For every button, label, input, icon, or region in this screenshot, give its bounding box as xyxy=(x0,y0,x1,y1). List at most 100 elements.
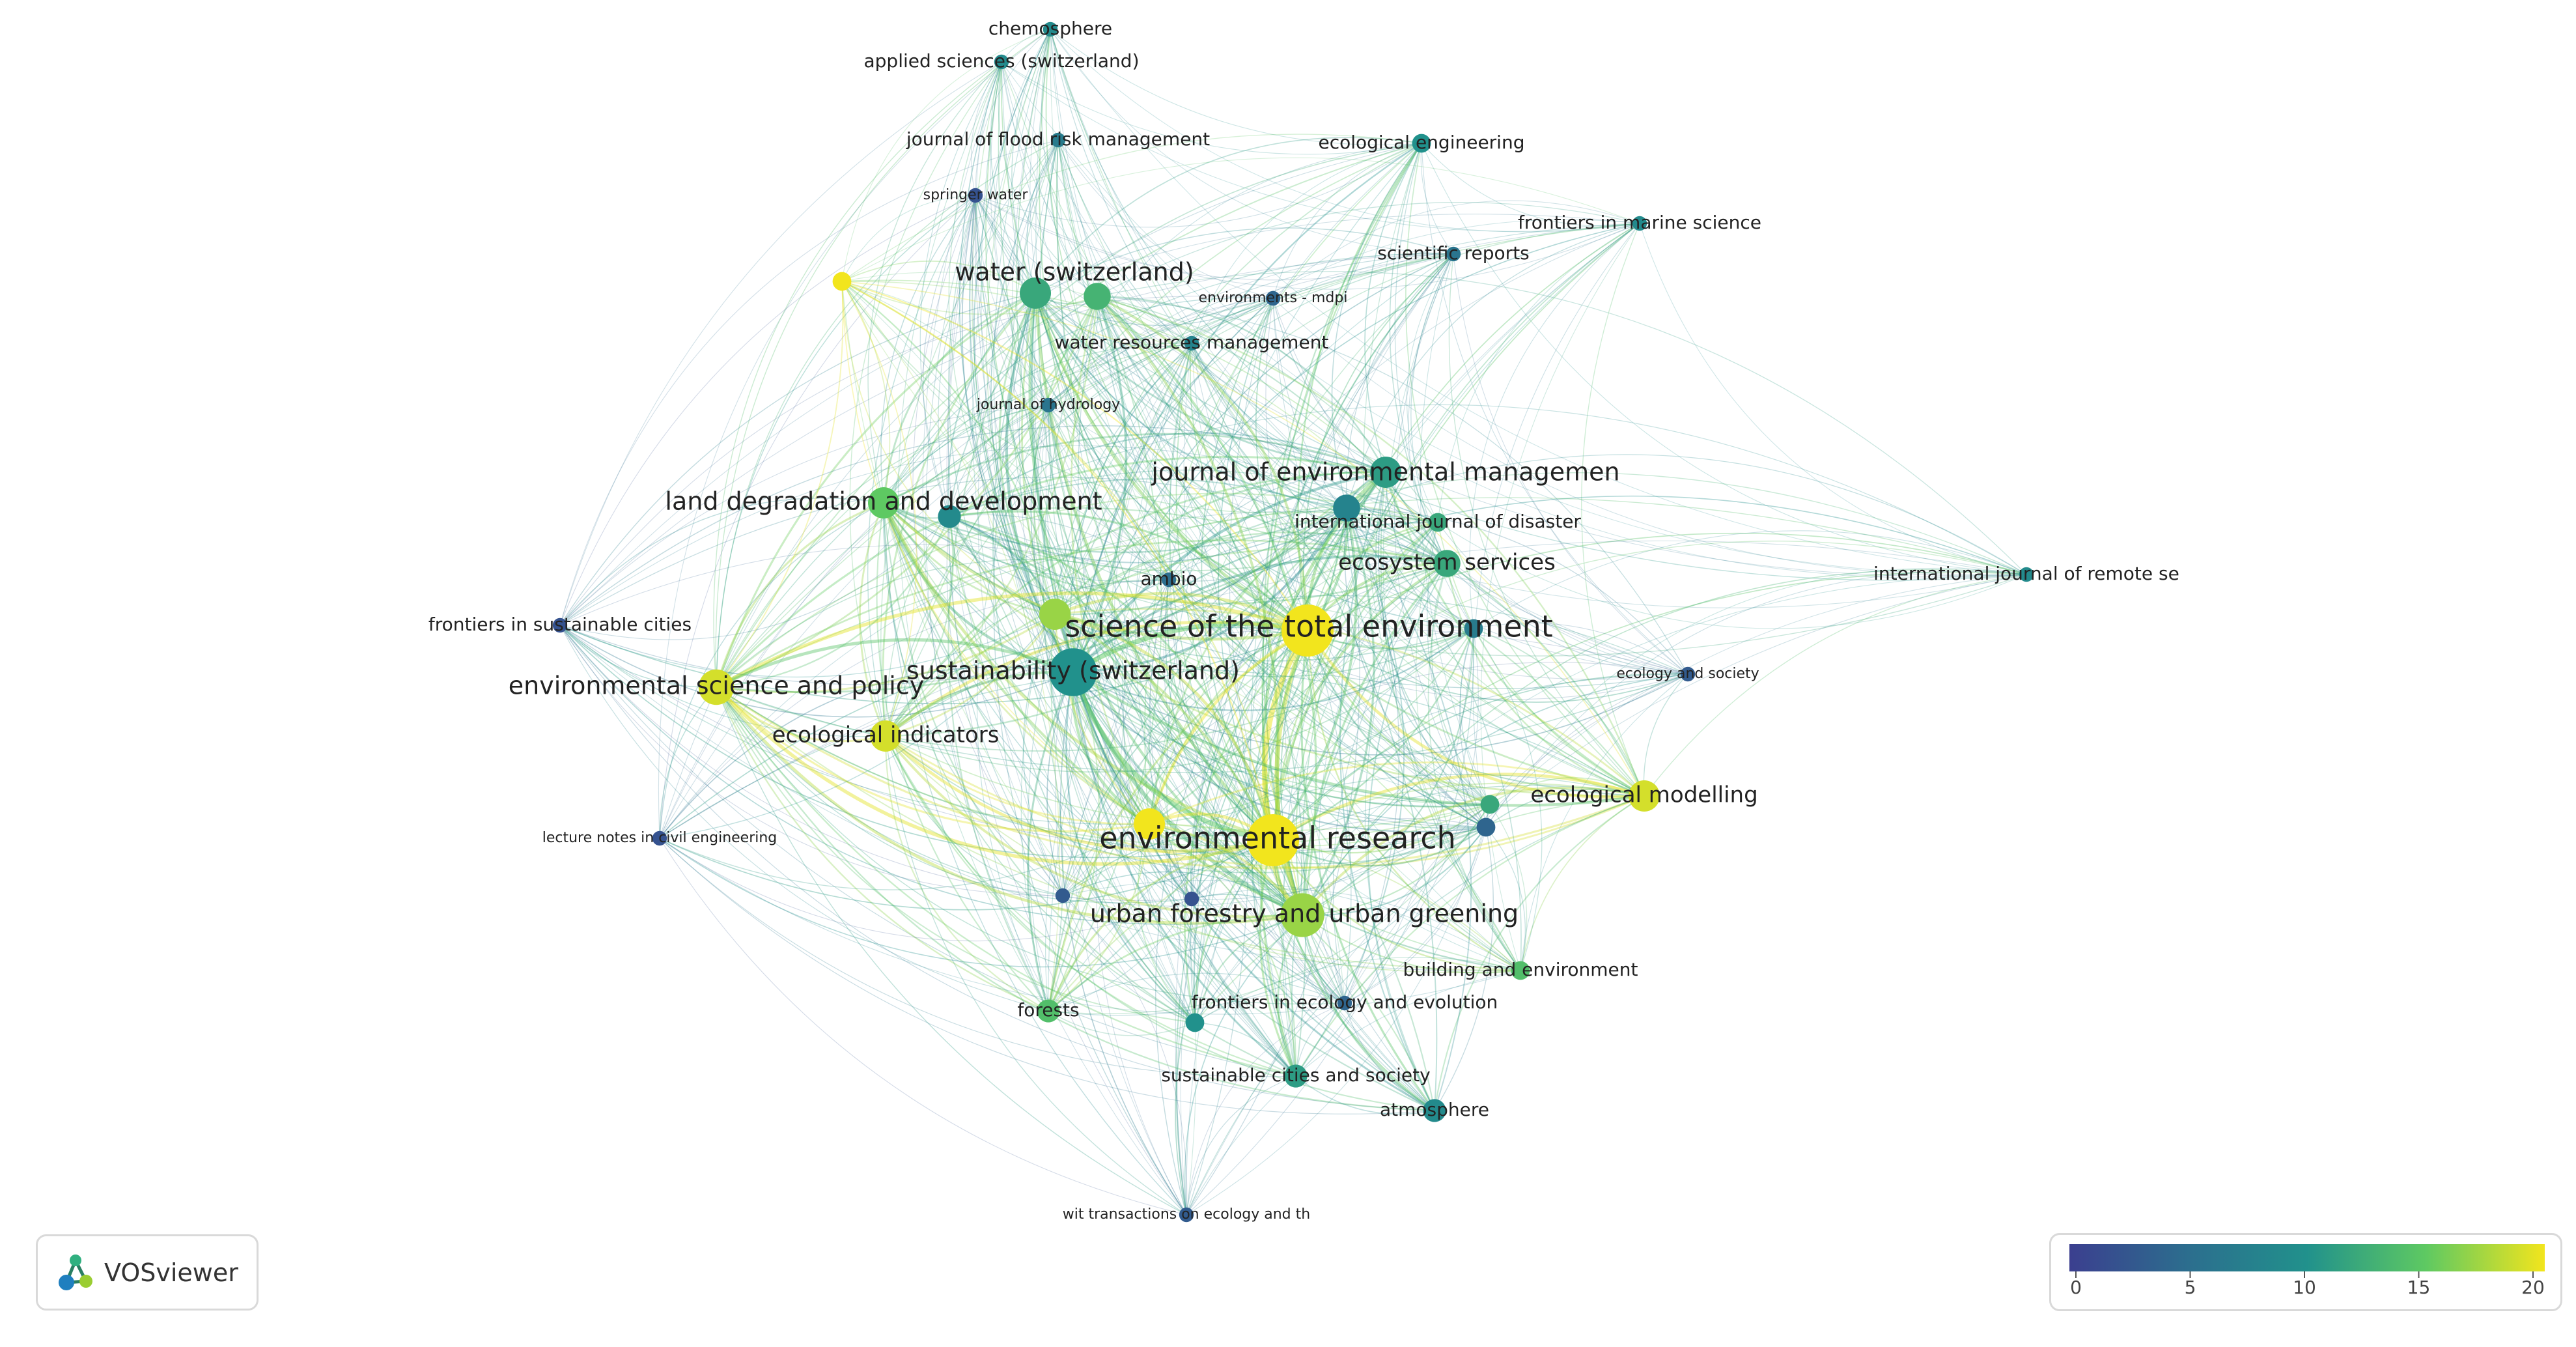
node-unlabeled[interactable] xyxy=(1184,891,1199,907)
link-line xyxy=(1344,507,1487,828)
label-journal-hydrology[interactable]: journal of hydrology xyxy=(976,397,1120,413)
node-ijrs[interactable] xyxy=(2019,567,2034,582)
node-applied-sciences[interactable] xyxy=(994,54,1009,70)
label-water-switzerland[interactable]: water (switzerland) xyxy=(955,258,1194,287)
link-line xyxy=(1001,61,1435,1111)
label-sustainability[interactable]: sustainability (switzerland) xyxy=(906,657,1240,685)
label-stoten[interactable]: science of the total environment xyxy=(1065,609,1553,644)
node-unlabeled[interactable] xyxy=(1480,795,1500,814)
node-ecological-modelling[interactable] xyxy=(1629,780,1660,812)
node-frontiers-marine[interactable] xyxy=(1632,216,1647,231)
node-stoten[interactable] xyxy=(1281,604,1334,657)
node-unlabeled[interactable] xyxy=(1134,808,1165,840)
node-scientific-reports[interactable] xyxy=(1446,246,1461,262)
label-atmosphere[interactable]: atmosphere xyxy=(1380,1099,1489,1120)
node-ecosystem-services[interactable] xyxy=(1433,550,1461,577)
label-environmental-research[interactable]: environmental research xyxy=(1099,821,1456,856)
node-frontiers-ecology[interactable] xyxy=(1337,995,1352,1011)
label-sustainable-cities[interactable]: sustainable cities and society xyxy=(1161,1064,1430,1086)
vosviewer-logo[interactable]: VOSviewer xyxy=(36,1234,259,1311)
link-line xyxy=(1035,29,1435,1111)
node-unlabeled[interactable] xyxy=(1039,599,1071,630)
label-jem[interactable]: journal of environmental managemen xyxy=(1151,458,1619,487)
node-sustainability[interactable] xyxy=(1049,648,1097,696)
node-unlabeled[interactable] xyxy=(938,505,961,528)
link-line xyxy=(947,292,1049,1012)
node-building-environment[interactable] xyxy=(1511,961,1530,980)
label-ecological-engineering[interactable]: ecological engineering xyxy=(1319,132,1525,153)
node-lecture-notes[interactable] xyxy=(652,830,667,846)
node-environmental-research[interactable] xyxy=(1247,814,1299,866)
node-sustainable-cities[interactable] xyxy=(1284,1064,1308,1088)
label-wit-transactions[interactable]: wit transactions on ecology and th xyxy=(1063,1206,1310,1223)
label-applied-sciences[interactable]: applied sciences (switzerland) xyxy=(864,50,1140,72)
link-line xyxy=(1194,472,1386,1023)
label-land-degradation[interactable]: land degradation and development xyxy=(665,487,1102,516)
node-ecological-indicators[interactable] xyxy=(870,720,901,752)
node-chemosphere[interactable] xyxy=(1043,21,1058,37)
node-env-sci-policy[interactable] xyxy=(698,669,735,705)
link-line xyxy=(974,195,1435,1111)
node-unlabeled[interactable] xyxy=(832,272,852,291)
label-urban-forestry[interactable]: urban forestry and urban greening xyxy=(1090,900,1519,928)
link-line xyxy=(1050,29,1454,255)
link-line xyxy=(1048,674,1688,1012)
label-env-sci-policy[interactable]: environmental science and policy xyxy=(509,672,924,700)
label-frontiers-marine[interactable]: frontiers in marine science xyxy=(1518,212,1761,233)
link-line xyxy=(1344,574,2027,1004)
node-unlabeled[interactable] xyxy=(1084,283,1111,310)
node-wit-transactions[interactable] xyxy=(1179,1207,1194,1223)
label-water-resources[interactable]: water resources management xyxy=(1055,332,1329,353)
node-land-degradation[interactable] xyxy=(868,487,899,518)
link-line xyxy=(841,281,1056,615)
link-line xyxy=(1119,579,1196,1023)
label-ijrs[interactable]: international journal of remote se xyxy=(1873,563,2179,584)
label-frontiers-cities[interactable]: frontiers in sustainable cities xyxy=(428,614,692,635)
link-line xyxy=(1048,507,1347,1012)
node-ecological-engineering[interactable] xyxy=(1412,134,1431,153)
node-springer-water[interactable] xyxy=(968,188,983,203)
label-environments-mdpi[interactable]: environments - mdpi xyxy=(1199,290,1348,306)
node-water-switzerland[interactable] xyxy=(1020,277,1051,309)
label-ecosystem-services[interactable]: ecosystem services xyxy=(1338,550,1556,576)
node-jem[interactable] xyxy=(1370,457,1401,488)
node-flood-risk[interactable] xyxy=(1050,132,1066,148)
link-line xyxy=(1186,1002,1345,1215)
node-atmosphere[interactable] xyxy=(1423,1099,1446,1122)
legend-tick-label: 20 xyxy=(2521,1277,2545,1298)
label-springer-water[interactable]: springer water xyxy=(923,187,1029,203)
label-forests[interactable]: forests xyxy=(1017,999,1079,1021)
node-unlabeled[interactable] xyxy=(1333,494,1360,522)
node-unlabeled[interactable] xyxy=(1185,1013,1205,1032)
label-scientific-reports[interactable]: scientific reports xyxy=(1377,242,1530,264)
label-flood-risk[interactable]: journal of flood risk management xyxy=(906,128,1210,150)
node-ijdrr[interactable] xyxy=(1428,513,1448,532)
node-unlabeled[interactable] xyxy=(1464,619,1483,638)
node-urban-forestry[interactable] xyxy=(1280,893,1324,937)
label-ecological-indicators[interactable]: ecological indicators xyxy=(772,722,1000,748)
label-ecology-society[interactable]: ecology and society xyxy=(1616,666,1759,682)
label-ijdrr[interactable]: international journal of disaster xyxy=(1295,511,1581,532)
node-journal-hydrology[interactable] xyxy=(1041,397,1056,413)
node-unlabeled[interactable] xyxy=(1055,888,1071,903)
link-line xyxy=(975,195,1169,580)
label-ambio[interactable]: ambio xyxy=(1140,568,1197,589)
link-line xyxy=(1048,804,1491,1015)
label-ecological-modelling[interactable]: ecological modelling xyxy=(1530,782,1757,808)
link-line xyxy=(975,195,1386,473)
node-forests[interactable] xyxy=(1037,999,1060,1023)
node-ecology-society[interactable] xyxy=(1680,666,1696,682)
link-line xyxy=(1437,223,1640,523)
node-water-resources[interactable] xyxy=(1184,335,1199,351)
label-frontiers-ecology[interactable]: frontiers in ecology and evolution xyxy=(1192,991,1498,1013)
link-line xyxy=(859,502,887,737)
node-environments-mdpi[interactable] xyxy=(1265,291,1281,306)
node-frontiers-cities[interactable] xyxy=(552,617,568,633)
node-unlabeled[interactable] xyxy=(1476,817,1496,837)
label-lecture-notes[interactable]: lecture notes in civil engineering xyxy=(542,830,777,846)
label-chemosphere[interactable]: chemosphere xyxy=(988,18,1112,39)
label-building-environment[interactable]: building and environment xyxy=(1403,959,1638,980)
node-ambio[interactable] xyxy=(1161,572,1177,588)
link-line xyxy=(658,29,1051,839)
